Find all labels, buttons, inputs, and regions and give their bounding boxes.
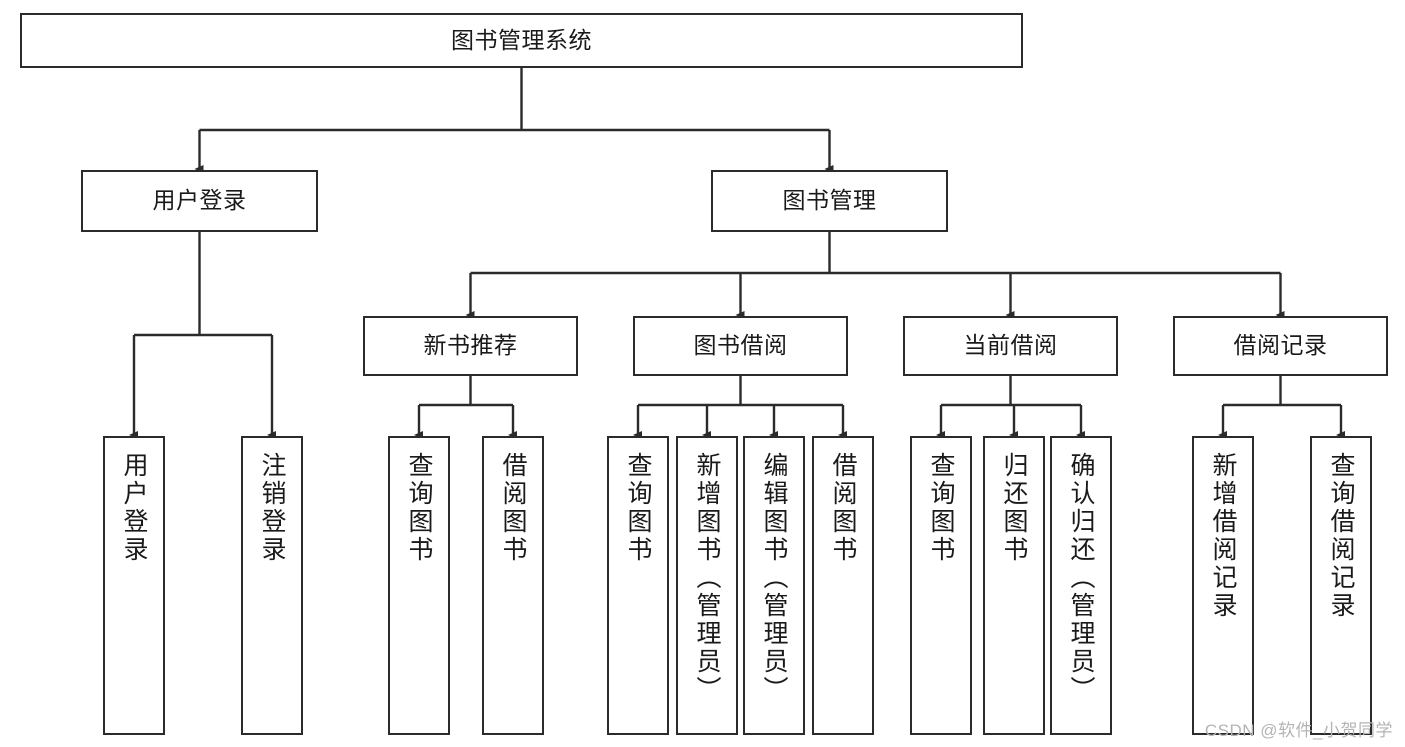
node-label-root: 图书管理系统 — [451, 26, 592, 53]
node-label-leaf-add-book-admin: 新增图书（管理员） — [693, 452, 721, 704]
node-label-book-borrow: 图书借阅 — [693, 332, 788, 359]
node-label-leaf-query-book-current: 查询图书 — [927, 452, 955, 564]
node-leaf-user-login[interactable]: 用户登录 — [103, 436, 165, 735]
node-root[interactable]: 图书管理系统 — [20, 13, 1023, 68]
node-label-leaf-borrow-book-recommend: 借阅图书 — [499, 452, 527, 564]
node-leaf-return-book[interactable]: 归还图书 — [983, 436, 1045, 735]
node-label-user-login: 用户登录 — [152, 187, 247, 214]
edge-root-to-level2 — [194, 68, 834, 173]
node-label-leaf-add-borrow-record: 新增借阅记录 — [1209, 452, 1237, 620]
node-book-borrow[interactable]: 图书借阅 — [633, 316, 848, 376]
node-leaf-logout[interactable]: 注销登录 — [241, 436, 303, 735]
node-leaf-borrow-book[interactable]: 借阅图书 — [812, 436, 874, 735]
node-leaf-query-book-current[interactable]: 查询图书 — [910, 436, 972, 735]
node-label-leaf-query-book-recommend: 查询图书 — [405, 452, 433, 564]
node-leaf-query-book-borrow[interactable]: 查询图书 — [607, 436, 669, 735]
node-label-leaf-user-login: 用户登录 — [120, 452, 148, 564]
edge-new-book-recommend-to-leaves — [414, 376, 517, 439]
node-book-management[interactable]: 图书管理 — [711, 170, 948, 232]
node-label-new-book-recommend: 新书推荐 — [423, 332, 518, 359]
node-label-current-borrow: 当前借阅 — [963, 332, 1058, 359]
node-leaf-query-book-recommend[interactable]: 查询图书 — [388, 436, 450, 735]
edge-book-management-to-level3 — [465, 232, 1285, 319]
node-label-leaf-query-borrow-record: 查询借阅记录 — [1327, 452, 1355, 620]
node-borrow-record[interactable]: 借阅记录 — [1173, 316, 1388, 376]
edge-user-login-to-leaves — [129, 232, 276, 439]
watermark-text: CSDN @软件_小贺同学 — [1204, 721, 1393, 740]
node-label-leaf-borrow-book: 借阅图书 — [829, 452, 857, 564]
edges-group — [129, 68, 1345, 439]
node-leaf-edit-book-admin[interactable]: 编辑图书（管理员） — [743, 436, 805, 735]
edge-current-borrow-to-leaves — [936, 376, 1085, 439]
node-label-leaf-logout: 注销登录 — [258, 452, 286, 564]
node-leaf-borrow-book-recommend[interactable]: 借阅图书 — [482, 436, 544, 735]
node-label-leaf-edit-book-admin: 编辑图书（管理员） — [760, 452, 788, 704]
node-label-book-management: 图书管理 — [782, 187, 877, 214]
node-label-leaf-return-book: 归还图书 — [1000, 452, 1028, 564]
node-new-book-recommend[interactable]: 新书推荐 — [363, 316, 578, 376]
node-leaf-add-borrow-record[interactable]: 新增借阅记录 — [1192, 436, 1254, 735]
node-label-leaf-query-book-borrow: 查询图书 — [624, 452, 652, 564]
edge-borrow-record-to-leaves — [1218, 376, 1345, 439]
node-user-login[interactable]: 用户登录 — [81, 170, 318, 232]
node-current-borrow[interactable]: 当前借阅 — [903, 316, 1118, 376]
edge-book-borrow-to-leaves — [633, 376, 847, 439]
node-label-borrow-record: 借阅记录 — [1233, 332, 1328, 359]
node-leaf-query-borrow-record[interactable]: 查询借阅记录 — [1310, 436, 1372, 735]
node-leaf-add-book-admin[interactable]: 新增图书（管理员） — [676, 436, 738, 735]
node-label-leaf-confirm-return-admin: 确认归还（管理员） — [1067, 452, 1095, 704]
node-leaf-confirm-return-admin[interactable]: 确认归还（管理员） — [1050, 436, 1112, 735]
